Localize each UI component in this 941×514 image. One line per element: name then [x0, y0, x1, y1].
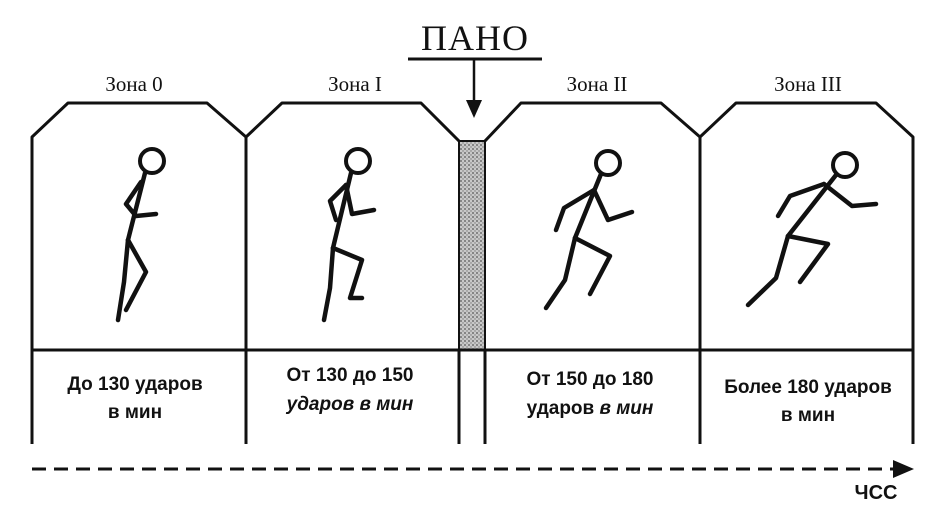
- figure-2-torso: [572, 171, 604, 241]
- zone-0-title: Зона 0: [105, 72, 162, 96]
- figure-1-leg-back: [321, 245, 336, 323]
- jogging-figure-zone-1: [321, 147, 377, 323]
- figure-3-arm-back: [775, 181, 827, 219]
- hr-axis-label: ЧСС: [855, 482, 898, 504]
- figure-3-head: [831, 151, 859, 179]
- figure-1-leg-front: [330, 245, 365, 301]
- zone-2-range-line1: От 150 до 180: [527, 369, 654, 390]
- zone-1-title: Зона I: [328, 72, 382, 96]
- zone-3-range-line1: Более 180 ударов: [724, 377, 892, 398]
- figure-0-leg-back: [115, 237, 131, 323]
- figure-2-leg-front: [572, 235, 613, 297]
- figure-3-leg-back: [745, 233, 791, 308]
- zone-2-outline: [483, 101, 702, 444]
- sprinting-figure-zone-3: [745, 151, 879, 308]
- figure-1-arm-front: [343, 182, 377, 217]
- zone-1-range-line2: ударов в мин: [286, 394, 414, 415]
- figure-3-arm-front: [821, 181, 879, 209]
- pano-arrow-head: [466, 100, 482, 118]
- figure-0-head: [138, 147, 166, 175]
- figure-0-arm: [123, 179, 159, 219]
- zone-2-range-line2-a: ударов: [527, 398, 595, 419]
- hr-axis-arrow-head: [893, 460, 914, 478]
- figure-1-torso: [330, 170, 354, 251]
- figure-2-leg-back: [543, 235, 578, 311]
- zone-2-range-line2: ударов в мин: [527, 398, 654, 419]
- zone-0-outline: [30, 101, 248, 444]
- zone-3-range-line2: в мин: [781, 405, 835, 426]
- walking-figure-zone-0: [115, 147, 166, 323]
- zone-1-outline: [244, 101, 461, 143]
- figure-1-head: [344, 147, 372, 175]
- figure-1-arm-back: [327, 182, 349, 223]
- figure-2-arm-back: [553, 187, 597, 233]
- pano-title: ПАНО: [421, 18, 529, 58]
- zone-2-title: Зона II: [567, 72, 628, 96]
- figure-2-head: [594, 149, 622, 177]
- zone-0-range-line2: в мин: [108, 402, 162, 423]
- figure-3-torso: [785, 172, 839, 239]
- zone-2-range-line2-b: в мин: [600, 398, 654, 419]
- zone-1-range-line1: От 130 до 150: [287, 365, 414, 386]
- running-figure-zone-2: [543, 149, 635, 311]
- figure-0-leg-front: [123, 237, 149, 313]
- zone-3-outline: [698, 101, 915, 444]
- zone-3-title: Зона III: [774, 72, 842, 96]
- figure-3-leg-front: [785, 233, 831, 285]
- zone-0-range-line1: До 130 ударов: [67, 374, 202, 395]
- figure-2-arm-front: [591, 187, 635, 223]
- pano-band: [458, 140, 486, 351]
